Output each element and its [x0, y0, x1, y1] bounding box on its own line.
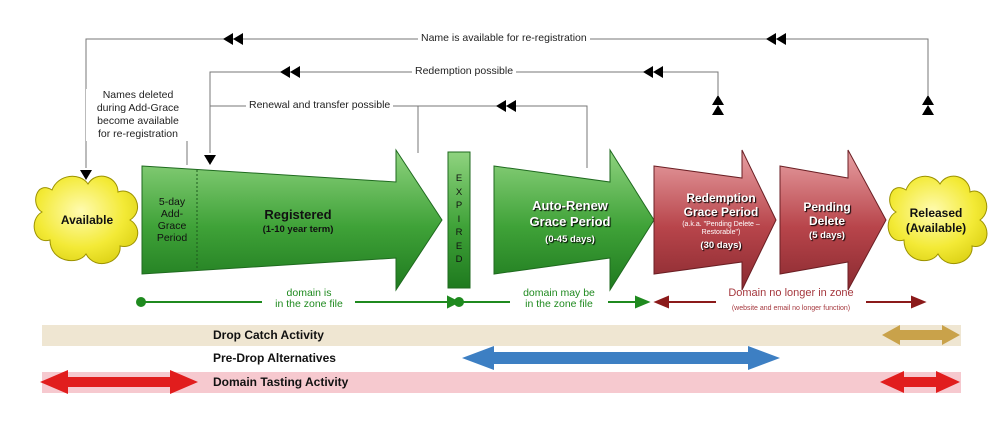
- no-longer-in-zone-sub: (website and email no longer function): [731, 305, 851, 312]
- registered-term: (1-10 year term): [262, 224, 334, 235]
- no-longer-in-zone-label: Domain no longer in zone: [728, 287, 854, 299]
- may-be-in-zone-line: [454, 295, 651, 309]
- add-grace-period-label: 5-day Add- Grace Period: [156, 196, 188, 244]
- redemption-days: (30 days): [700, 240, 742, 251]
- pre-drop-arrow: [462, 346, 780, 370]
- available-down-arrow-icon: [80, 170, 92, 180]
- renewal-arrow-icon: [496, 100, 516, 112]
- may-be-in-zone-label: domain may be in the zone file: [523, 287, 595, 310]
- redemption-up-arrow-icon: [712, 95, 724, 115]
- add-grace-down-arrow-icon: [204, 155, 216, 165]
- rereg-right-arrow-icon: [766, 33, 786, 45]
- redemption-aka: (a.k.a. "Pending Delete – Restorable"): [682, 221, 760, 236]
- drop-catch-arrow: [882, 325, 960, 345]
- add-grace-note: Names deleted during Add-Grace become av…: [86, 89, 190, 141]
- tasting-label: Domain Tasting Activity: [213, 375, 349, 389]
- pre-drop-label: Pre-Drop Alternatives: [213, 351, 336, 365]
- expired-label: E X P I R E D: [455, 173, 463, 265]
- released-cloud: [887, 175, 988, 264]
- in-zone-label: domain is in the zone file: [275, 287, 343, 310]
- auto-renew-title: Auto-Renew Grace Period: [529, 198, 611, 229]
- available-cloud: [33, 175, 139, 264]
- redemption-arrow: [653, 149, 777, 291]
- renewal-transfer-label: Renewal and transfer possible: [246, 99, 394, 111]
- drop-catch-label: Drop Catch Activity: [213, 328, 324, 342]
- pending-delete-arrow: [779, 149, 887, 291]
- auto-renew-arrow: [493, 148, 655, 292]
- in-zone-line: [136, 295, 461, 309]
- auto-renew-days: (0-45 days): [545, 234, 595, 245]
- tasting-left-arrow: [40, 370, 198, 394]
- double-arrow-icons: [80, 33, 934, 180]
- registered-title: Registered: [264, 207, 332, 222]
- tasting-right-arrow: [880, 371, 960, 393]
- available-label: Available: [60, 213, 114, 227]
- pending-delete-title: Pending Delete: [803, 200, 851, 228]
- released-label: Released (Available): [905, 206, 967, 235]
- released-up-arrow-icon: [922, 95, 934, 115]
- drop-catch-band: [42, 325, 961, 346]
- expired-bar: [447, 151, 471, 289]
- reregistration-label: Name is available for re-registration: [418, 32, 590, 44]
- no-longer-in-zone-line: [653, 295, 927, 309]
- tasting-band: [42, 372, 961, 393]
- rereg-left-arrow-icon: [223, 33, 243, 45]
- registered-arrow: [141, 148, 443, 292]
- reregistration-bracket: [85, 38, 929, 168]
- redemption-title: Redemption Grace Period: [683, 191, 759, 219]
- redemption-bracket: [209, 71, 719, 153]
- pending-delete-days: (5 days): [809, 230, 845, 241]
- redemption-right-arrow-icon: [643, 66, 663, 78]
- redemption-possible-label: Redemption possible: [412, 65, 517, 77]
- redemption-left-arrow-icon: [280, 66, 300, 78]
